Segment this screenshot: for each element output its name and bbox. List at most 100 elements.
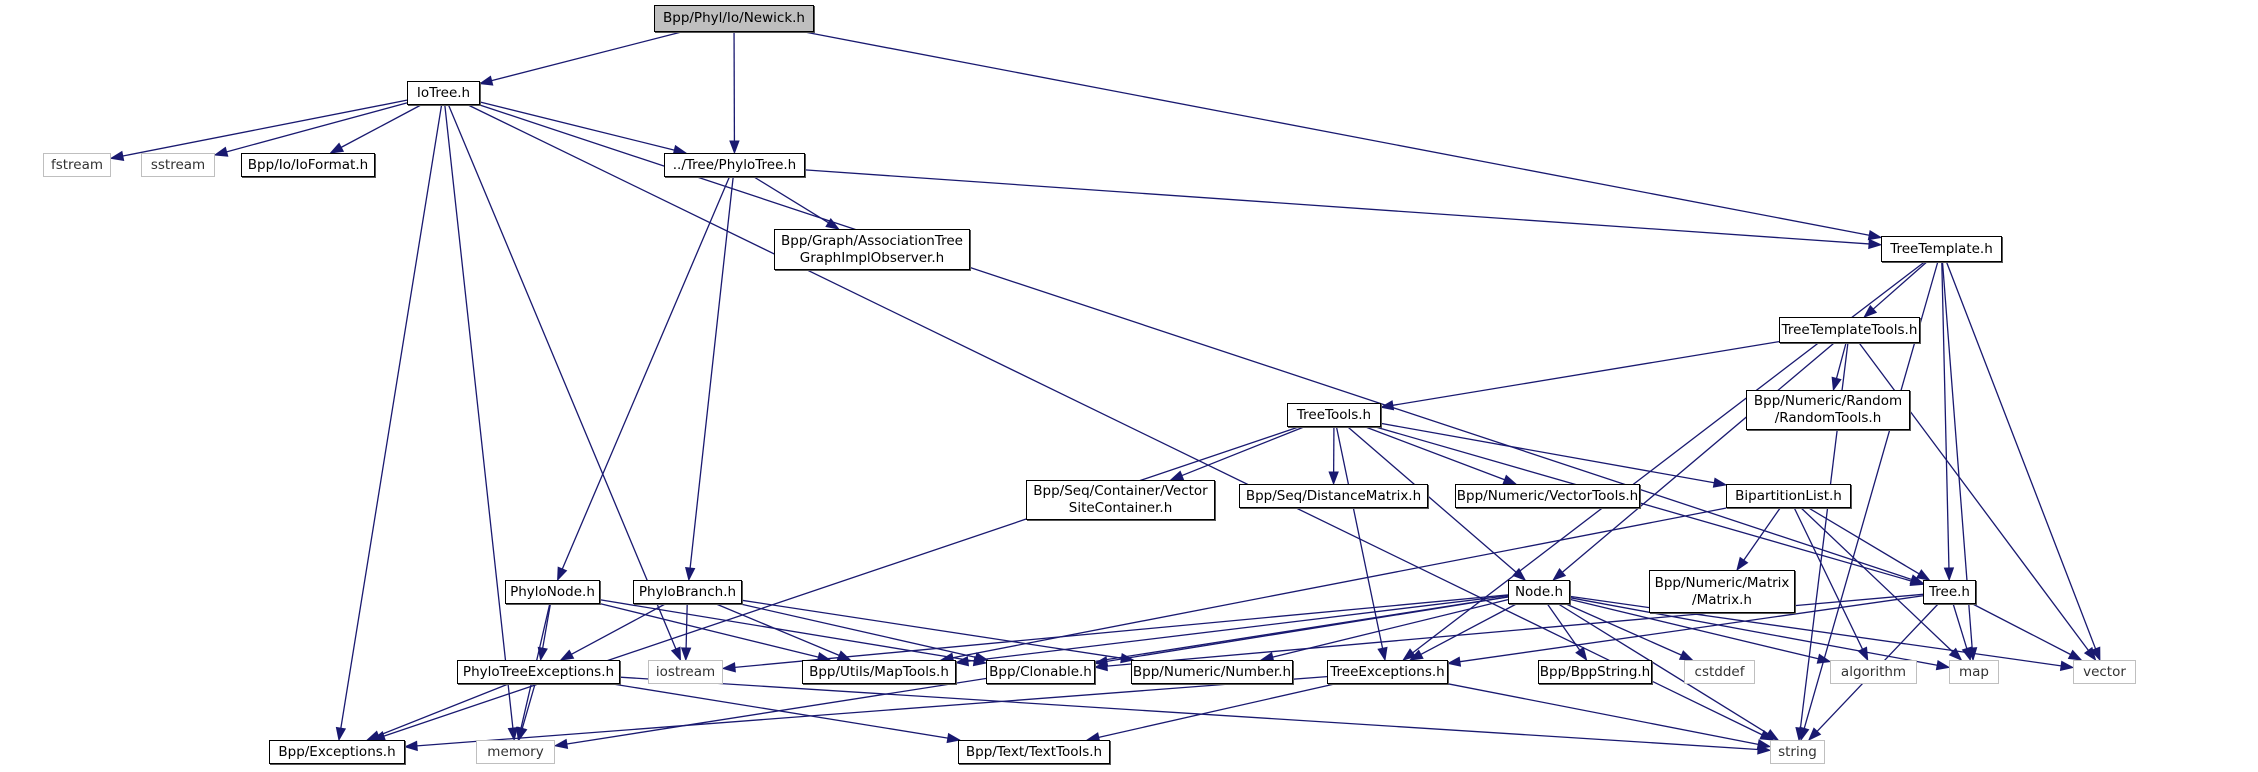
- edge-line: [341, 105, 442, 728]
- node-label: Bpp/BppString.h: [1540, 664, 1651, 681]
- node-node[interactable]: Node.h: [1508, 580, 1570, 604]
- edge-treetemplatetools-to-treetools: [1381, 342, 1779, 410]
- edge-iotree-to-memory: [445, 105, 518, 740]
- node-iotree[interactable]: IoTree.h: [407, 81, 480, 105]
- node-randomtools[interactable]: Bpp/Numeric/Random/RandomTools.h: [1746, 390, 1910, 430]
- node-treetemplate[interactable]: TreeTemplate.h: [1881, 236, 2002, 262]
- node-number[interactable]: Bpp/Numeric/Number.h: [1131, 660, 1293, 684]
- edge-line: [562, 177, 729, 569]
- arrowhead-icon: [555, 740, 568, 749]
- node-label: Bpp/Numeric/Number.h: [1133, 664, 1291, 681]
- edge-line: [492, 32, 682, 81]
- edge-phylobranch-to-phylotreeexc: [561, 604, 665, 660]
- edge-iotree-to-iostream: [449, 105, 681, 660]
- arrowhead-icon: [558, 567, 567, 580]
- node-cstddef: cstddef: [1684, 660, 1755, 684]
- edge-tree-to-vector: [1973, 604, 2082, 660]
- node-label: Bpp/Phyl/Io/Newick.h: [663, 10, 805, 27]
- node-bipartition[interactable]: BipartitionList.h: [1726, 484, 1851, 508]
- edge-phylotree-to-phylonode: [558, 177, 730, 580]
- edge-newick-to-treetemplate: [805, 32, 1881, 240]
- arrowhead-icon: [1448, 657, 1461, 666]
- edge-phylotreeexc-to-texttools: [613, 684, 960, 743]
- node-vectortools[interactable]: Bpp/Numeric/VectorTools.h: [1455, 484, 1640, 508]
- node-maptools[interactable]: Bpp/Utils/MapTools.h: [802, 660, 956, 684]
- edge-phylobranch-to-iostream: [682, 604, 691, 660]
- edge-treetools-to-treeexc: [1336, 427, 1386, 660]
- edge-line: [1182, 427, 1304, 476]
- node-exceptions[interactable]: Bpp/Exceptions.h: [269, 740, 405, 764]
- edge-line: [1099, 684, 1335, 737]
- edge-node-to-clonable: [1095, 597, 1508, 666]
- node-label: PhyloNode.h: [510, 584, 595, 601]
- edge-iotree-to-sstream: [215, 103, 407, 156]
- edge-line: [1973, 604, 2071, 654]
- node-label: sstream: [151, 157, 205, 174]
- edge-newick-to-iotree: [480, 32, 681, 85]
- node-label: PhyloTreeExceptions.h: [463, 664, 614, 681]
- arrowhead-icon: [1381, 401, 1394, 410]
- node-label: string: [1778, 744, 1817, 761]
- node-phylonode[interactable]: PhyloNode.h: [505, 580, 600, 604]
- edge-node-to-bppstring: [1547, 604, 1586, 660]
- edge-line: [571, 604, 665, 654]
- node-label: SiteContainer.h: [1069, 500, 1173, 517]
- node-label: ../Tree/PhyloTree.h: [673, 157, 796, 174]
- node-distmatrix[interactable]: Bpp/Seq/DistanceMatrix.h: [1239, 484, 1428, 508]
- node-label: GraphImplObserver.h: [800, 250, 944, 267]
- edge-treetemplate-to-tree: [1942, 262, 1954, 580]
- node-tree[interactable]: Tree.h: [1923, 580, 1976, 604]
- arrowhead-icon: [686, 568, 695, 580]
- node-phylobranch[interactable]: PhyloBranch.h: [633, 580, 742, 604]
- edge-line: [1794, 508, 1862, 649]
- arrowhead-icon: [730, 141, 739, 153]
- node-treeexc[interactable]: TreeExceptions.h: [1327, 660, 1448, 684]
- node-treetools[interactable]: TreeTools.h: [1287, 403, 1381, 427]
- node-fstream: fstream: [43, 153, 111, 177]
- node-label: iostream: [656, 664, 715, 681]
- node-label: Bpp/Numeric/Random: [1754, 393, 1902, 410]
- node-label: BipartitionList.h: [1735, 488, 1842, 505]
- node-label: algorithm: [1841, 664, 1906, 681]
- arrowhead-icon: [1868, 231, 1881, 240]
- node-clonable[interactable]: Bpp/Clonable.h: [986, 660, 1095, 684]
- node-label: Bpp/Text/TextTools.h: [966, 744, 1102, 761]
- node-label: Bpp/Seq/Container/Vector: [1033, 483, 1207, 500]
- arrowhead-icon: [331, 143, 344, 153]
- edge-line: [1381, 423, 1714, 482]
- arrowhead-icon: [837, 651, 850, 660]
- node-texttools[interactable]: Bpp/Text/TextTools.h: [958, 740, 1110, 764]
- arrowhead-icon: [1832, 377, 1841, 390]
- node-phylotree[interactable]: ../Tree/PhyloTree.h: [664, 153, 805, 177]
- arrowhead-icon: [1171, 471, 1184, 480]
- node-matrix[interactable]: Bpp/Numeric/Matrix/Matrix.h: [1649, 570, 1795, 613]
- node-phylotreeexc[interactable]: PhyloTreeExceptions.h: [457, 660, 620, 684]
- arrowhead-icon: [405, 741, 417, 750]
- arrowhead-icon: [723, 663, 735, 672]
- edge-iotree-to-exceptions: [336, 105, 441, 740]
- edge-iotree-to-fstream: [111, 100, 407, 160]
- node-label: Bpp/Io/IoFormat.h: [248, 157, 368, 174]
- node-label: TreeTools.h: [1297, 407, 1371, 424]
- node-newick[interactable]: Bpp/Phyl/Io/Newick.h: [654, 5, 814, 32]
- arrowhead-icon: [1817, 654, 1830, 663]
- edge-treetools-to-vectortools: [1366, 427, 1516, 484]
- edge-line: [1953, 604, 1967, 649]
- arrowhead-icon: [1858, 647, 1867, 660]
- arrowhead-icon: [336, 727, 345, 740]
- node-treetemplatetools[interactable]: TreeTemplateTools.h: [1779, 317, 1920, 343]
- edge-treeexc-to-string: [1448, 684, 1770, 749]
- node-bppstring[interactable]: Bpp/BppString.h: [1538, 660, 1652, 684]
- arrowhead-icon: [1680, 651, 1693, 660]
- edge-line: [543, 604, 551, 648]
- arrowhead-icon: [480, 76, 493, 85]
- node-label: /Matrix.h: [1692, 592, 1752, 609]
- node-vector: vector: [2073, 660, 2136, 684]
- arrowhead-icon: [1503, 476, 1516, 484]
- edge-phylotree-to-phylobranch: [686, 177, 734, 580]
- edge-line: [1942, 262, 1949, 568]
- node-ioformat[interactable]: Bpp/Io/IoFormat.h: [241, 153, 375, 177]
